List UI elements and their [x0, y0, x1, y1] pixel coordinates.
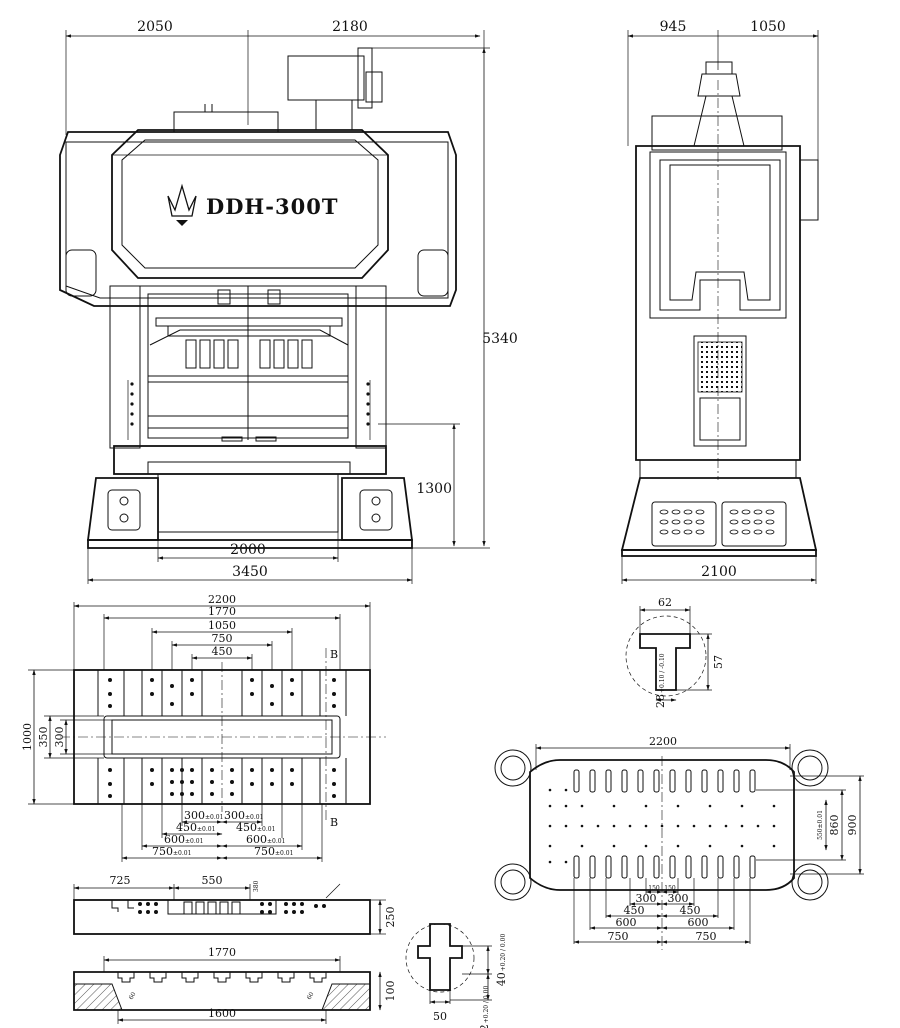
bolster-front-elevation: 725 550 380 250: [73, 874, 397, 935]
front-w725: 725: [110, 874, 131, 887]
bolster-h300: 300: [53, 727, 66, 748]
slot-h40: 40+0.20 / 0.00: [495, 934, 508, 987]
slide-s300b: 300: [668, 892, 689, 905]
dim-2180: 2180: [332, 19, 368, 35]
slide-s750b: 750: [696, 930, 717, 943]
slide-s150a: 150: [648, 885, 660, 892]
front-w550: 550: [202, 874, 223, 887]
dim-2100: 2100: [701, 564, 737, 580]
tslot-w62: 62: [658, 596, 672, 609]
section-h100: 100: [384, 981, 397, 1002]
section-w1770: 1770: [208, 946, 236, 959]
tslot-h57: 57: [712, 655, 725, 669]
bolster-w750: 750: [212, 632, 233, 645]
bolster-p450: 450±0.01: [176, 821, 215, 834]
slide-slot-detail: 40+0.20 / 0.00 22+0.20 / 0.00 50: [405, 923, 508, 1028]
slide-s600a: 600: [616, 916, 637, 929]
front-h250: 250: [384, 907, 397, 928]
side-view: 945 1050 2: [620, 19, 819, 584]
section-slot-left: 60: [128, 991, 138, 1001]
section-slot-right: 60: [306, 991, 316, 1001]
slide-s450b: 450: [680, 904, 701, 917]
slide-s450a: 450: [624, 904, 645, 917]
tslot-detail: 62 57 28+0.10 / -0.10: [625, 596, 725, 708]
slide-s300a: 300: [636, 892, 657, 905]
slide-h860: 860: [828, 815, 841, 836]
slide-plate: 2200: [494, 735, 864, 950]
slot-w50: 50: [433, 1010, 447, 1023]
bolster-w450: 450: [212, 645, 233, 658]
dim-2000: 2000: [230, 542, 266, 558]
dim-945: 945: [660, 19, 687, 35]
dim-1300: 1300: [416, 481, 452, 497]
dim-2050: 2050: [137, 19, 173, 35]
front-view: 2050 2180 DDH-300T: [59, 19, 518, 584]
slide-s150b: 150: [664, 885, 676, 892]
bolster-w2200: 2200: [208, 593, 236, 606]
slide-s750a: 750: [608, 930, 629, 943]
dim-5340: 5340: [482, 331, 518, 347]
tslot-w28: 28+0.10 / -0.10: [654, 653, 667, 708]
section-w1600: 1600: [208, 1007, 236, 1020]
model-name: DDH-300T: [206, 194, 338, 219]
section-mark-bottom: B: [330, 816, 338, 829]
bolster-w1770: 1770: [208, 605, 236, 618]
bolster-section: 1770 60 60 100 1600: [73, 946, 397, 1024]
bolster-p300b: 300±0.01: [224, 809, 263, 822]
slide-w2200: 2200: [649, 735, 677, 748]
brand-logo: [167, 183, 197, 226]
bolster-p600a: 600±0.01: [164, 833, 203, 846]
bolster-p750a: 750±0.01: [152, 845, 191, 858]
slide-h900: 900: [846, 815, 859, 836]
slide-h550: 550±0.01: [817, 810, 824, 840]
front-small: 380: [253, 880, 260, 892]
section-mark-top: B: [330, 648, 338, 661]
bolster-plan: 2200 1770 1050 750 450: [21, 593, 386, 862]
dim-1050: 1050: [750, 19, 786, 35]
bolster-p750b: 750±0.01: [254, 845, 293, 858]
bolster-p300a: 300±0.01: [184, 809, 223, 822]
slot-h22: 22+0.20 / 0.00: [478, 986, 491, 1028]
dim-3450: 3450: [232, 564, 268, 580]
bolster-h1000: 1000: [21, 723, 34, 751]
slide-s600b: 600: [688, 916, 709, 929]
bolster-p450b: 450±0.01: [236, 821, 275, 834]
bolster-w1050: 1050: [208, 619, 236, 632]
bolster-p600b: 600±0.01: [246, 833, 285, 846]
bolster-h350: 350: [37, 727, 50, 748]
